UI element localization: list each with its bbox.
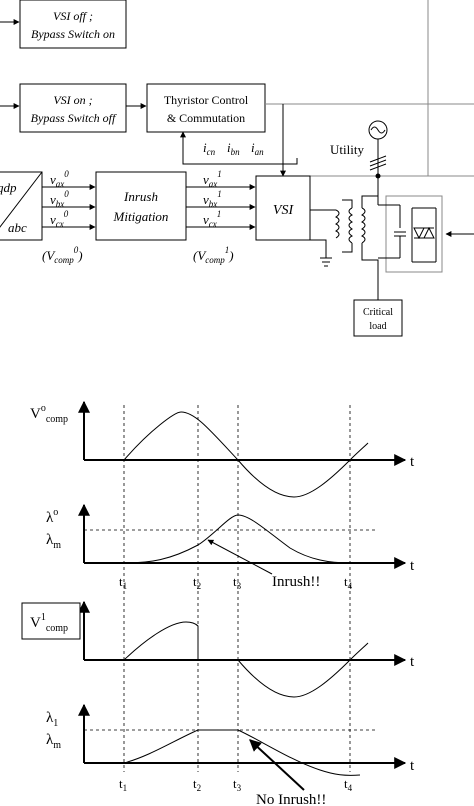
svg-text:λ1: λ1	[46, 710, 58, 729]
svg-text:(Vcomp1): (Vcomp1)	[193, 245, 234, 265]
svg-text:t1: t1	[119, 574, 127, 591]
inrush-mitigation-block: Inrush Mitigation	[95, 171, 187, 241]
vsi-on-label-2: Bypass Switch off	[31, 111, 117, 125]
waveform-plots: Vocomp t λo λm t Inrush!! t1 t2 t3 t4	[21, 400, 415, 806]
current-labels: icn ibn ian	[203, 140, 264, 157]
svg-text:t3: t3	[233, 574, 242, 591]
vsi-on-block: VSI on ; Bypass Switch off	[19, 83, 127, 133]
svg-text:t1: t1	[119, 776, 127, 793]
vsi-label: VSI	[273, 203, 295, 218]
inrush-label-2: Mitigation	[113, 209, 169, 224]
plot-v1comp: V1comp t	[21, 600, 415, 698]
utility-node	[375, 173, 381, 179]
transmission-hatch-icon	[369, 155, 387, 171]
transformer-primary-leads	[342, 199, 353, 253]
qdp-label: qdp	[0, 180, 17, 195]
svg-text:vax1: vax1	[203, 169, 222, 189]
plot-v0comp: Vocomp t	[30, 400, 415, 498]
v1comp-label-box	[21, 602, 81, 640]
inrush-note: Inrush!!	[272, 574, 320, 590]
ground-icon	[320, 257, 332, 267]
svg-text:t3: t3	[233, 776, 242, 793]
plot-lambda0: λo λm t Inrush!!	[46, 503, 415, 590]
inrush-label-1: Inrush	[123, 189, 158, 204]
svg-text:ibn: ibn	[227, 140, 240, 157]
svg-text:t2: t2	[193, 776, 201, 793]
vsi-off-block: VSI off ; Bypass Switch on	[19, 0, 127, 49]
svg-text:V1comp: V1comp	[30, 612, 68, 634]
svg-text:vcx1: vcx1	[203, 209, 221, 229]
vsi-off-label-1: VSI off ;	[53, 9, 93, 23]
inrush-pointer	[207, 539, 273, 575]
svg-text:vax0: vax0	[50, 169, 69, 189]
svg-text:λm: λm	[46, 532, 61, 551]
bypass-switch	[378, 195, 443, 273]
thyristor-label-2: & Commutation	[167, 111, 245, 125]
svg-text:ian: ian	[251, 140, 264, 157]
filter-inductor-icon	[335, 209, 340, 239]
output-voltage-labels: vax1 vbx1 vcx1 (Vcomp1)	[193, 169, 234, 265]
transformer-secondary-leads	[361, 195, 379, 300]
thyristor-label-1: Thyristor Control	[164, 93, 249, 107]
svg-text:icn: icn	[203, 140, 216, 157]
svg-text:λm: λm	[46, 732, 61, 751]
t-axis-label-3: t	[410, 654, 415, 670]
svg-text:vcx0: vcx0	[50, 209, 69, 229]
v1comp-curve-part2	[237, 642, 369, 698]
transformer-secondary-icon	[361, 207, 366, 244]
vsi-on-label-1: VSI on ;	[53, 93, 92, 107]
vsi-off-label-2: Bypass Switch on	[31, 27, 115, 41]
svg-text:Vocomp: Vocomp	[30, 403, 68, 425]
critical-load-block: Critical load	[353, 299, 403, 337]
plot-lambda1: λ1 λm t No Inrush!!	[46, 703, 415, 806]
utility-label: Utility	[330, 142, 364, 157]
svg-text:t4: t4	[344, 574, 353, 591]
vsi-block: VSI	[255, 175, 311, 241]
v0comp-curve	[123, 411, 369, 498]
time-ticks-lower: t1 t2 t3 t4	[119, 776, 353, 793]
qdp-abc-block: qdp abc	[0, 171, 43, 241]
svg-text:λo: λo	[46, 507, 58, 526]
t-axis-label-2: t	[410, 558, 415, 574]
lambda0-curve	[123, 514, 376, 564]
no-inrush-note: No Inrush!!	[256, 792, 326, 806]
svg-text:vbx0: vbx0	[50, 189, 69, 209]
svg-text:t2: t2	[193, 574, 201, 591]
t-axis-label-1: t	[410, 454, 415, 470]
svg-text:vbx1: vbx1	[203, 189, 222, 209]
current-feedback-line	[180, 131, 298, 165]
t-axis-label-4: t	[410, 758, 415, 774]
critical-load-label-2: load	[369, 321, 386, 332]
transformer-primary-icon	[348, 207, 353, 244]
vsi-ground-line	[310, 239, 327, 258]
thyristor-control-block: Thyristor Control & Commutation	[146, 83, 266, 133]
v1comp-curve-part1	[123, 621, 199, 661]
abc-label: abc	[8, 220, 27, 235]
svg-text:t4: t4	[344, 776, 353, 793]
critical-load-label-1: Critical	[363, 307, 393, 318]
time-ticks-upper: t1 t2 t3 t4	[119, 574, 353, 591]
lambda1-curve	[123, 729, 361, 776]
no-inrush-pointer	[249, 739, 305, 791]
svg-text:(Vcomp0): (Vcomp0)	[42, 245, 83, 265]
utility-sine-glyph	[370, 126, 386, 134]
input-voltage-labels: vax0 vbx0 vcx0 (Vcomp0)	[42, 169, 83, 265]
